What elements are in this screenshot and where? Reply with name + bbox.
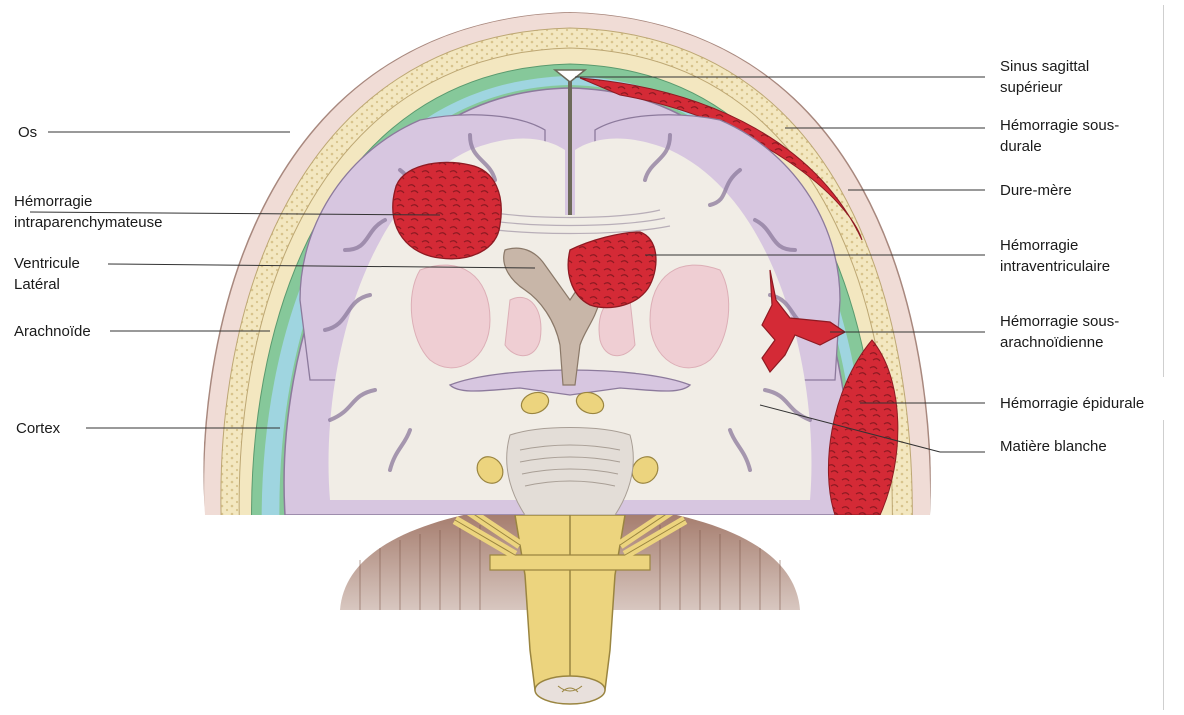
- label-line: durale: [1000, 136, 1119, 157]
- label-os-line1: Os: [18, 124, 37, 141]
- label-line: Latéral: [14, 274, 80, 295]
- label-ventricule-lateral: Ventricule Latéral: [14, 253, 80, 295]
- label-hemorragie-epidurale: Hémorragie épidurale: [1000, 393, 1144, 414]
- label-line: Sinus sagittal: [1000, 56, 1089, 77]
- label-hemorragie-intraparenchymateuse: Hémorragie intraparenchymateuse: [14, 191, 162, 233]
- label-matiere-blanche: Matière blanche: [1000, 436, 1107, 457]
- label-line: intraventriculaire: [1000, 256, 1110, 277]
- label-line: intraparenchymateuse: [14, 212, 162, 233]
- label-dure-mere: Dure-mère: [1000, 180, 1072, 201]
- label-arachnoide: Arachnoïde: [14, 321, 91, 342]
- intraparenchymal-hematoma: [393, 162, 501, 258]
- label-line: Hémorragie: [14, 191, 162, 212]
- label-line: Matière blanche: [1000, 438, 1107, 455]
- label-line: Hémorragie sous-: [1000, 115, 1119, 136]
- label-os: Os: [18, 122, 37, 143]
- label-cortex: Cortex: [16, 418, 60, 439]
- label-line: supérieur: [1000, 77, 1089, 98]
- label-sinus-sagittal-superieur: Sinus sagittal supérieur: [1000, 56, 1089, 98]
- label-line: Ventricule: [14, 253, 80, 274]
- label-hemorragie-sous-arachnoidienne: Hémorragie sous- arachnoïdienne: [1000, 311, 1119, 353]
- label-line: Hémorragie: [1000, 235, 1110, 256]
- right-divider-bottom: [1163, 420, 1164, 710]
- label-hemorragie-intraventriculaire: Hémorragie intraventriculaire: [1000, 235, 1110, 277]
- label-line: Cortex: [16, 420, 60, 437]
- label-line: Hémorragie épidurale: [1000, 395, 1144, 412]
- label-line: arachnoïdienne: [1000, 332, 1119, 353]
- right-divider-top: [1163, 5, 1164, 377]
- label-line: Arachnoïde: [14, 323, 91, 340]
- label-line: Dure-mère: [1000, 182, 1072, 199]
- label-hemorragie-sous-durale: Hémorragie sous- durale: [1000, 115, 1119, 157]
- label-line: Hémorragie sous-: [1000, 311, 1119, 332]
